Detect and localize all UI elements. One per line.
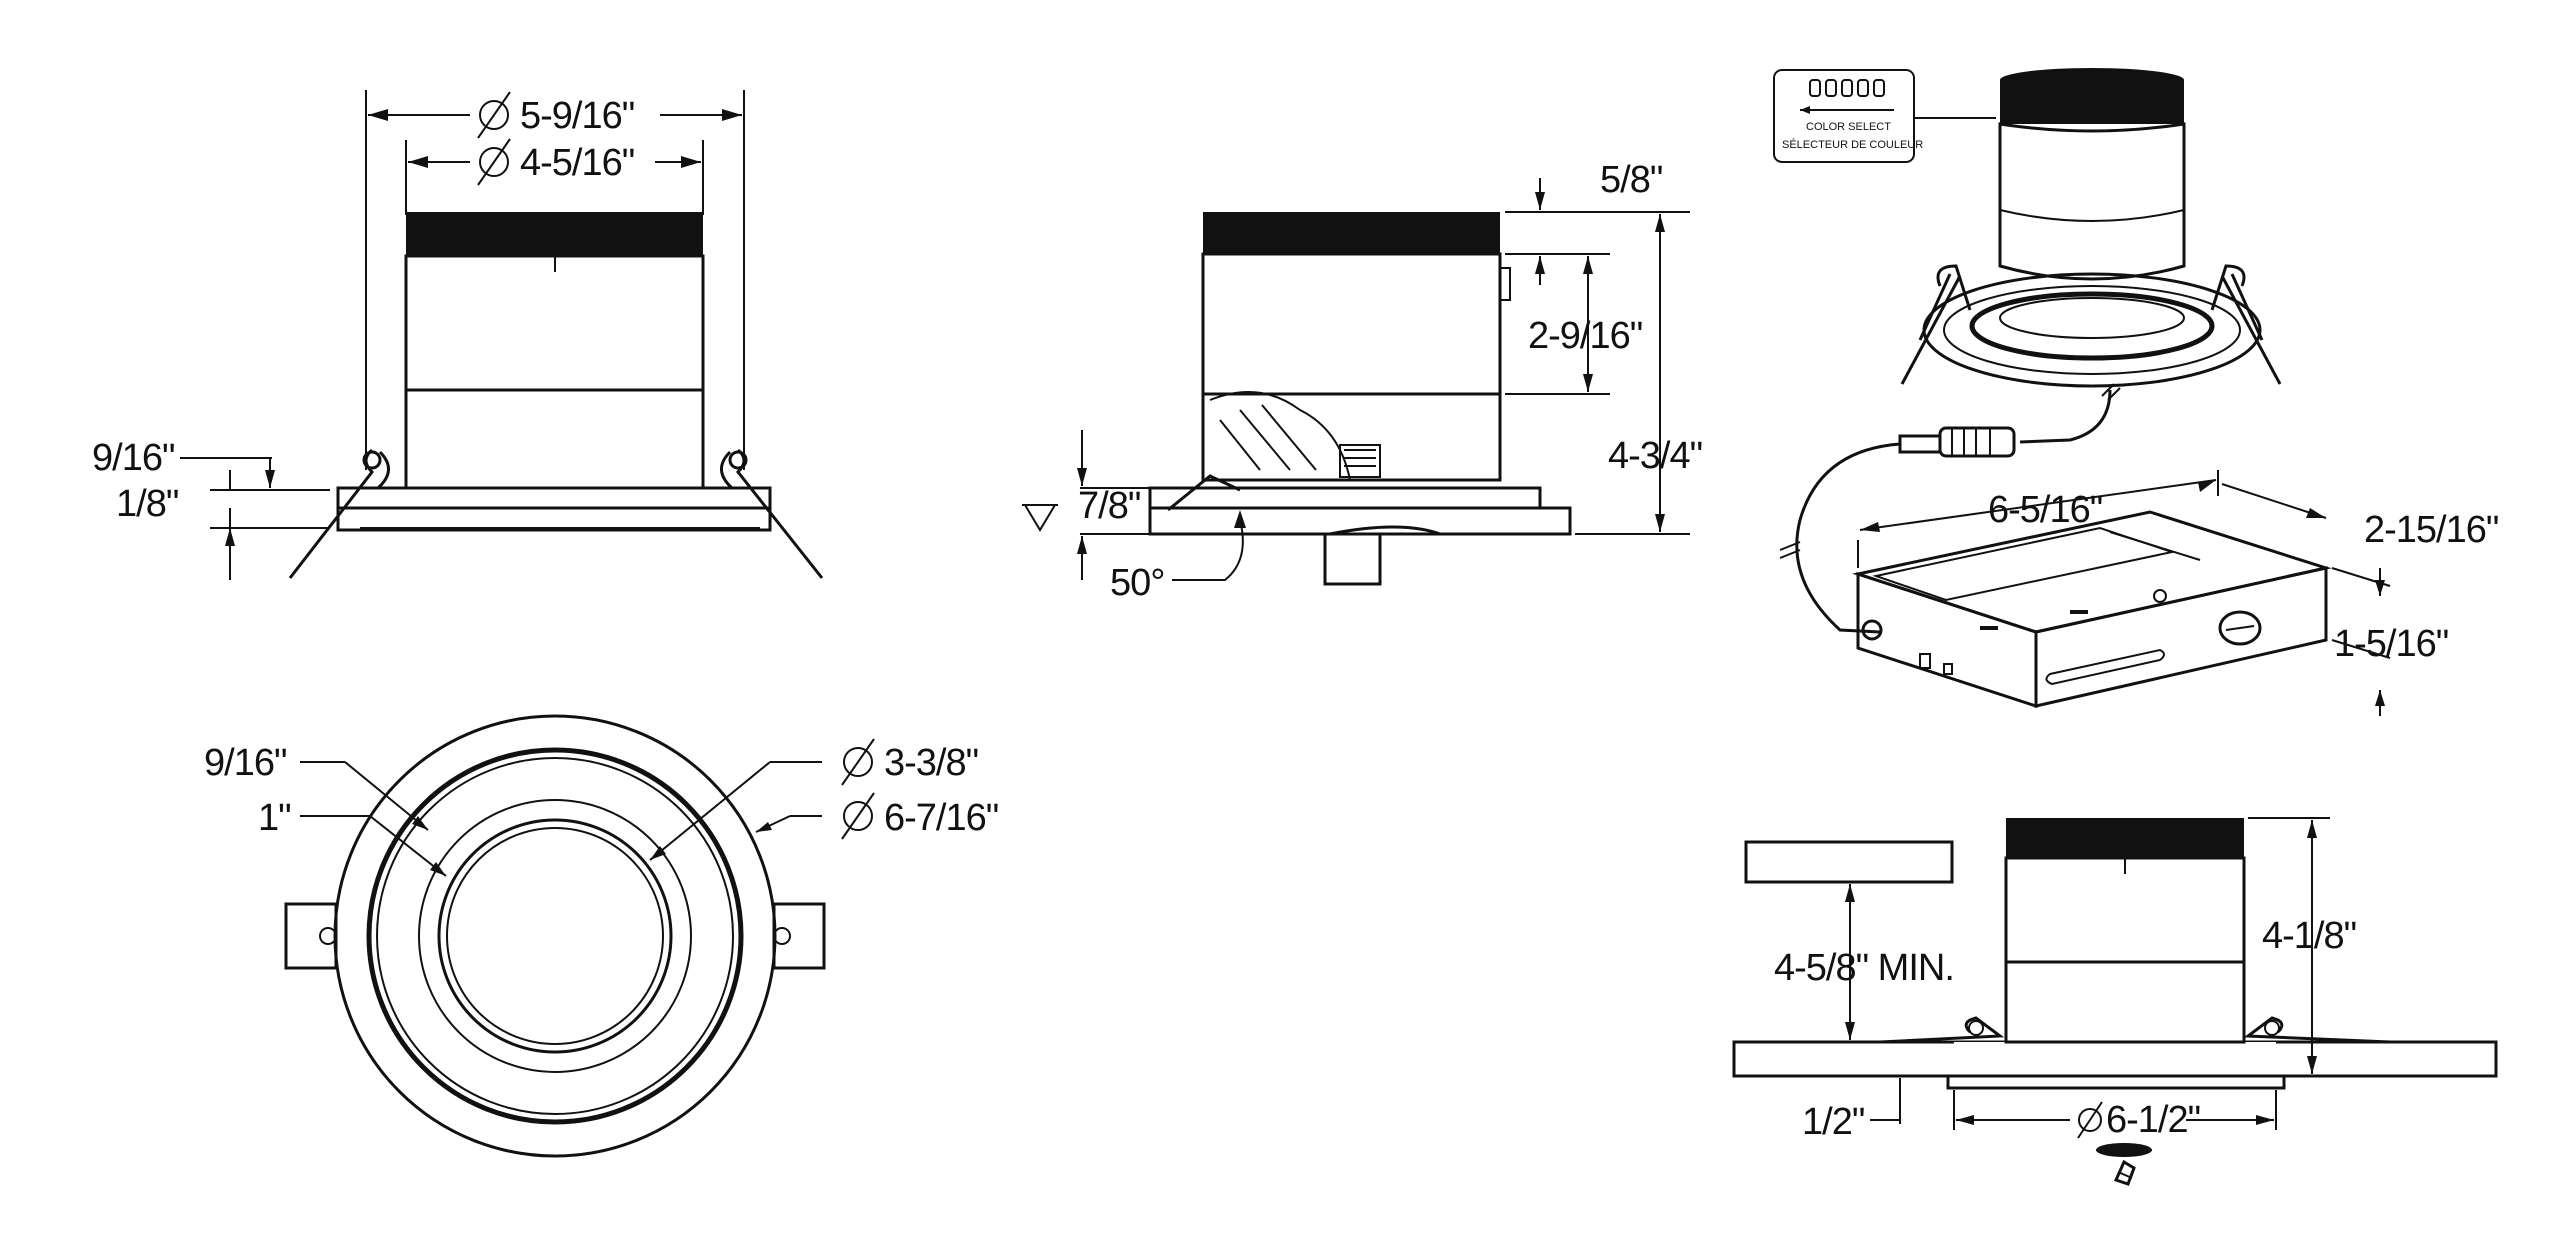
trim-diameter-label: 6-7/16" [884, 797, 998, 839]
diameter-symbol-icon [477, 138, 511, 186]
trim-outer [333, 714, 777, 1158]
top-cap-label: 5/8" [1600, 159, 1662, 201]
flange-height-label: 9/16" [92, 437, 174, 479]
heat-sink-cap [406, 212, 703, 256]
ceiling-joist [1744, 840, 1954, 884]
cutout-tool-icon [2096, 1143, 2152, 1186]
diameter-symbol-icon [841, 738, 875, 786]
trim-width-label: 9/16" [204, 742, 286, 784]
installation-view: 4-5/8" MIN. 4-1/8" 1/2" 6-1/2" [1732, 817, 2498, 1186]
outer-diameter-label: 5-9/16" [520, 95, 634, 137]
bottom-view: 9/16" 1" 3-3/8" 6-7/16" [204, 714, 999, 1158]
reflector-width-label: 1" [258, 797, 291, 839]
diameter-symbol-icon [477, 91, 511, 139]
front-view: 5-9/16" 4-5/16" [92, 90, 824, 580]
isometric-view: COLOR SELECT SÉLECTEUR DE COULEUR [1773, 68, 2499, 716]
flange-thickness-label: 1/8" [116, 483, 178, 525]
upper-body-label: 2-9/16" [1528, 315, 1642, 357]
install-height-label: 4-1/8" [2262, 915, 2356, 957]
tilt-angle-label: 50° [1110, 562, 1164, 604]
spring-clip-right [720, 448, 824, 579]
box-length-label: 6-5/16" [1988, 489, 2102, 531]
box-height-label: 1-5/16" [2334, 623, 2448, 665]
spring-clip-left [288, 448, 390, 579]
diameter-symbol-icon [2077, 1101, 2103, 1139]
color-swatches [1809, 79, 1885, 97]
box-width-label: 2-15/16" [2364, 509, 2498, 551]
color-select-label-en: COLOR SELECT [1806, 121, 1891, 133]
side-view: 5/8" 2-9/16" 4-3/4" 7/8" 50° [1022, 159, 1703, 604]
aperture-diameter-label: 3-3/8" [884, 742, 978, 784]
clearance-label: 4-5/8" MIN. [1774, 947, 1954, 989]
total-height-label: 4-3/4" [1608, 435, 1702, 477]
tilt-depth-label: 7/8" [1078, 485, 1140, 527]
ceiling-thickness-label: 1/2" [1802, 1101, 1864, 1143]
color-select-label-fr: SÉLECTEUR DE COULEUR [1782, 138, 1923, 151]
diameter-symbol-icon [841, 792, 875, 840]
junction-box [1852, 510, 2332, 709]
heat-sink-cap [1203, 212, 1500, 254]
color-select-tag [1773, 69, 1915, 163]
cutout-diameter-label: 6-1/2" [2106, 1099, 2200, 1141]
inner-diameter-label: 4-5/16" [520, 142, 634, 184]
